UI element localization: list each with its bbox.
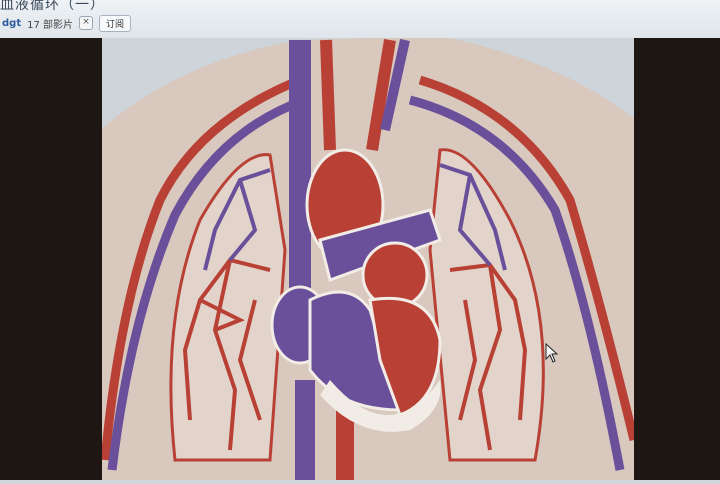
subscribe-button[interactable]: 订阅 <box>99 14 132 32</box>
video-header: 血液循环（一） dgt 17 部影片 × 订阅 <box>0 0 720 38</box>
pulmonary-artery <box>318 208 442 282</box>
left-dark-border <box>0 38 102 480</box>
right-lung-vessels <box>449 262 528 451</box>
right-dark-border <box>634 22 720 480</box>
left-lung-vessels <box>182 257 271 451</box>
video-title: 血液循环（一） <box>0 0 105 13</box>
mouse-cursor-icon <box>545 343 559 363</box>
close-icon[interactable]: × <box>79 16 94 30</box>
channel-name[interactable]: dgt <box>2 17 22 29</box>
channel-row: dgt 17 部影片 × 订阅 <box>2 14 132 32</box>
right-lung <box>428 148 545 462</box>
video-count: 17 部影片 <box>27 19 74 31</box>
heart-wall <box>320 380 441 432</box>
